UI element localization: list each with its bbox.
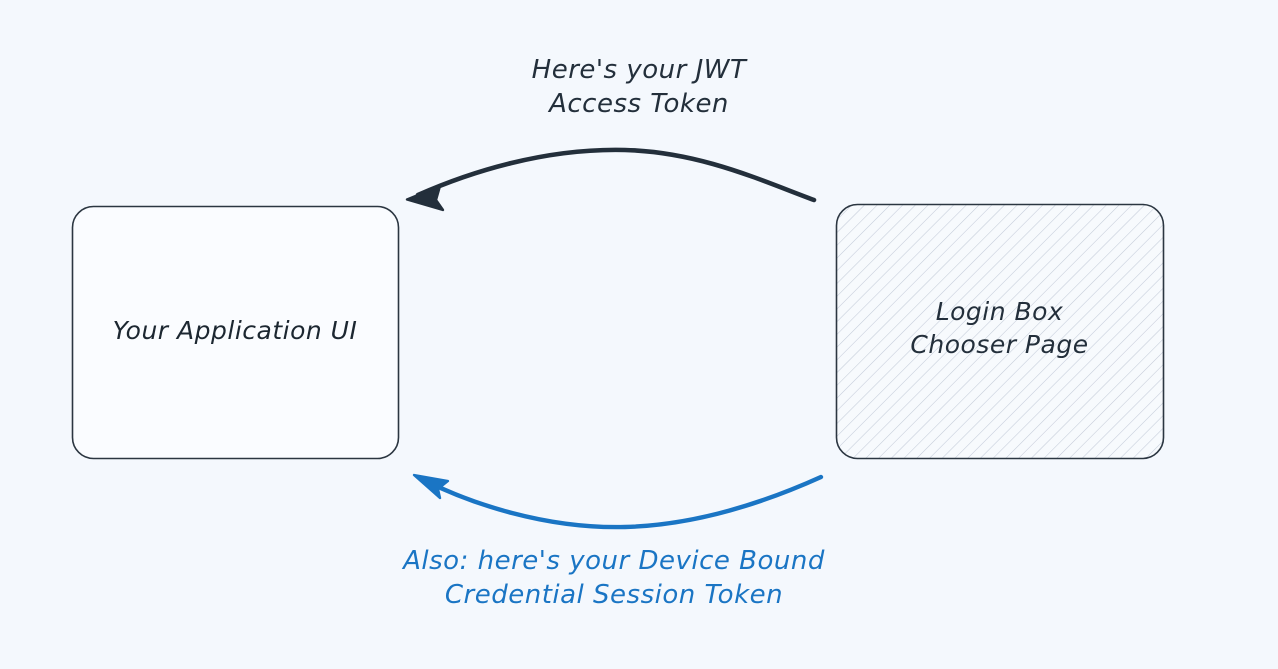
edge-label-device-bound-session-token-line2: Credential Session Token <box>444 579 784 610</box>
edge-jwt-access-token-arrow <box>405 147 817 212</box>
node-application-ui-shape <box>71 205 400 460</box>
node-label-login-box-chooser-line2: Chooser Page <box>910 329 1089 359</box>
edge-label-jwt-access-token-line1: Here's your JWT <box>531 55 747 85</box>
edge-device-bound-session-token-arrowhead <box>412 473 450 500</box>
edge-jwt-access-token-arrowhead <box>405 184 445 212</box>
edge-label-jwt-access-token-line2: Access Token <box>549 88 729 119</box>
node-login-box-chooser-hachure <box>836 204 1164 459</box>
node-login-box-chooser-shape <box>835 203 1165 460</box>
edge-device-bound-session-token-arrow <box>412 473 824 530</box>
edge-device-bound-session-token-line <box>423 474 824 530</box>
node-label-login-box-chooser-line1: Login Box <box>935 297 1064 326</box>
node-application-ui[interactable] <box>71 205 400 460</box>
node-label-application-ui: Your Application UI <box>112 316 358 345</box>
node-login-box-chooser[interactable] <box>835 203 1165 460</box>
edge-jwt-access-token-line <box>415 147 817 203</box>
edge-label-device-bound-session-token-line1: Also: here's your Device Bound <box>403 546 825 576</box>
